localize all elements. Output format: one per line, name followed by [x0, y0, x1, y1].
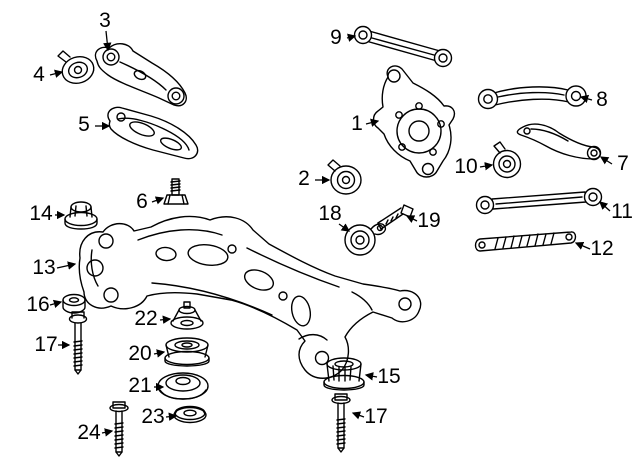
part-mount-22 — [170, 301, 204, 330]
callout-label-10: 10 — [454, 155, 477, 178]
part-washer-23 — [173, 405, 207, 424]
callout-label-24: 24 — [77, 421, 101, 444]
callout-label-13: 13 — [32, 256, 55, 279]
callout-label-12: 12 — [590, 237, 613, 260]
callout-label-15: 15 — [377, 365, 400, 388]
callout-arrow-17 — [351, 411, 365, 420]
callout-arrow-20 — [153, 349, 166, 358]
callout-label-23: 23 — [141, 405, 164, 428]
part-bushing-10 — [492, 141, 522, 179]
callout-label-1: 1 — [351, 112, 363, 135]
callout-arrow-3 — [103, 30, 112, 52]
callout-arrow-24 — [101, 428, 114, 437]
part-bushing-4 — [57, 50, 95, 85]
part-knuckle — [372, 65, 456, 178]
callout-label-21: 21 — [128, 374, 151, 397]
callout-label-4: 4 — [33, 63, 45, 86]
part-bushing-2 — [327, 159, 362, 195]
callout-arrow-19 — [405, 215, 418, 223]
callout-arrow-1 — [365, 118, 380, 127]
callout-label-22: 22 — [134, 307, 157, 330]
callout-arrow-10 — [479, 162, 494, 171]
part-tie-rod-11 — [475, 187, 603, 215]
callout-label-17: 17 — [364, 405, 387, 428]
callout-arrow-11 — [599, 201, 611, 212]
part-stud-6 — [163, 178, 189, 205]
callout-arrow-4 — [49, 69, 64, 78]
part-crossmember — [78, 215, 422, 379]
part-adjust-rod-12 — [474, 231, 577, 252]
parts-layer — [57, 25, 603, 457]
callout-label-11: 11 — [611, 200, 633, 223]
callout-arrow-8 — [579, 94, 593, 103]
part-link-rod — [353, 25, 453, 68]
callout-label-3: 3 — [99, 9, 111, 32]
callout-arrow-6 — [151, 196, 165, 205]
part-mount-15 — [323, 357, 365, 391]
callout-label-17: 17 — [34, 333, 57, 356]
callout-arrow-13 — [56, 261, 77, 270]
part-bolt-17-right — [331, 393, 351, 453]
callout-label-14: 14 — [29, 202, 53, 225]
callout-arrow-12 — [574, 241, 591, 250]
part-mount-21 — [157, 372, 209, 400]
part-lower-arm-cover — [107, 106, 199, 160]
callout-arrow-16 — [49, 299, 63, 308]
callout-label-20: 20 — [128, 342, 151, 365]
callout-arrow-15 — [364, 372, 378, 381]
part-grommet-16 — [62, 293, 86, 314]
callout-arrow-18 — [338, 223, 351, 232]
part-bolt-24 — [109, 401, 129, 457]
part-bolt-17-left — [68, 311, 88, 375]
callout-label-18: 18 — [318, 202, 341, 225]
callout-arrow-22 — [159, 315, 172, 324]
part-arm-8 — [477, 85, 587, 110]
callout-arrow-7 — [599, 156, 613, 165]
callout-label-7: 7 — [617, 152, 629, 175]
callout-label-2: 2 — [298, 167, 310, 190]
part-upper-control-arm — [94, 43, 187, 107]
part-mount-20 — [164, 337, 210, 367]
callout-label-9: 9 — [330, 26, 342, 49]
callout-arrow-9 — [346, 33, 357, 42]
callout-label-6: 6 — [136, 190, 148, 213]
callout-arrow-23 — [165, 412, 178, 421]
part-arm-7 — [516, 123, 602, 161]
callout-label-8: 8 — [596, 88, 608, 111]
part-mount-18 — [344, 223, 387, 256]
callout-label-16: 16 — [26, 293, 49, 316]
callout-label-19: 19 — [417, 209, 440, 232]
part-nut-14 — [64, 201, 98, 230]
callout-label-5: 5 — [78, 113, 90, 136]
